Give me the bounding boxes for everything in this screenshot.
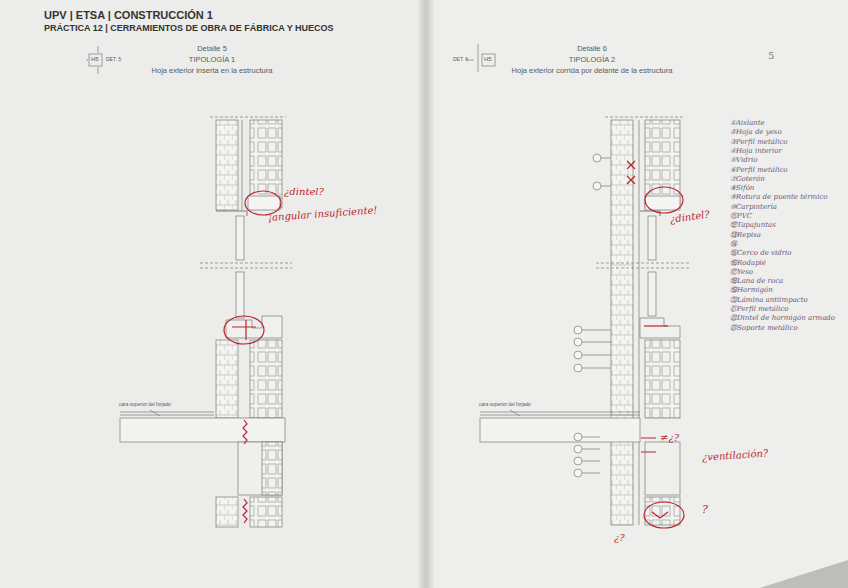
- legend-list-item: ㉓Soporte metálico: [730, 325, 798, 333]
- icon-label: H5: [484, 56, 492, 63]
- legend-list-item: ④Hoja interior: [730, 148, 782, 156]
- icon-label: DET. 6: [453, 57, 468, 63]
- red-annotations-5: [224, 191, 281, 523]
- detail-icons: [86, 44, 495, 74]
- detail-5-section: [120, 117, 292, 527]
- legend-list-item: ⑧Sifón: [730, 185, 754, 193]
- red-annotation: ¿dintel?: [284, 186, 324, 197]
- pencil-note: 5: [768, 50, 774, 61]
- legend-list-item: ⑪PVC: [730, 213, 752, 221]
- legend-list-item: ㉒Dintel de hormigón armado: [730, 315, 835, 323]
- legend-list-item: ②Hoja de yeso: [730, 129, 782, 137]
- icon-label: DET. 5: [106, 57, 121, 63]
- red-annotation: ≠¿?: [660, 432, 679, 443]
- level-label: cara superior del forjado: [118, 402, 172, 407]
- page-subheading: PRÁCTICA 12 | CERRAMIENTOS DE OBRA DE FÁ…: [44, 24, 334, 34]
- legend-list-item: ⑩Carpintería: [730, 204, 777, 212]
- legend-list-item: ⑳Lámina antiimpacto: [730, 297, 808, 305]
- legend-list-item: ⑯Rodapié: [730, 260, 766, 268]
- legend-list-item: ⑥Perfil metálico: [730, 167, 788, 175]
- level-label: cara superior del forjado: [478, 402, 532, 407]
- page-heading: UPV | ETSA | CONSTRUCCIÓN 1: [44, 9, 213, 21]
- legend-list-item: ⑤Vidrio: [730, 157, 757, 165]
- red-annotation: ¡angular insuficiente!: [268, 204, 378, 223]
- detail-title: Detalle 5: [197, 45, 227, 53]
- legend-list-item: ⑱Lana de roca: [730, 278, 783, 286]
- red-annotation: ¿dintel?: [669, 208, 710, 224]
- legend-list-item: ①Aislante: [730, 120, 765, 128]
- legend-list-item: ⑨Rotura de puente térmico: [730, 194, 828, 202]
- typology-name: TIPOLOGÍA 2: [569, 56, 615, 64]
- typology-name: TIPOLOGÍA 1: [189, 56, 235, 64]
- legend-list-item: ⑲Hormigón: [730, 287, 773, 295]
- detail-title: Detalle 6: [577, 45, 607, 53]
- detail-6-section: [480, 117, 690, 525]
- detail-description: Hoja exterior corrida por delante de la …: [512, 67, 673, 75]
- legend-list-item: ③Perfil metálico: [730, 139, 788, 147]
- red-annotation: ?: [702, 504, 708, 516]
- detail-description: Hoja exterior inserta en la estructura: [152, 67, 273, 75]
- red-annotation: ¿ventilación?: [702, 447, 769, 463]
- legend-list-item: ⑰Yeso: [730, 269, 753, 277]
- legend-list-item: ⑦Goterón: [730, 176, 765, 184]
- red-annotation: ¿?: [614, 532, 625, 543]
- legend-list-item: ⑫Tapajuntas: [730, 222, 776, 230]
- legend-list-item: ㉑Perfil metálico: [730, 306, 789, 314]
- legend-list-item: ⑭: [730, 241, 737, 249]
- legend-list-item: ⑮Cerco de vidrio: [730, 250, 792, 258]
- legend-list-item: ⑬Repisa: [730, 232, 761, 240]
- icon-label: H5: [91, 56, 99, 63]
